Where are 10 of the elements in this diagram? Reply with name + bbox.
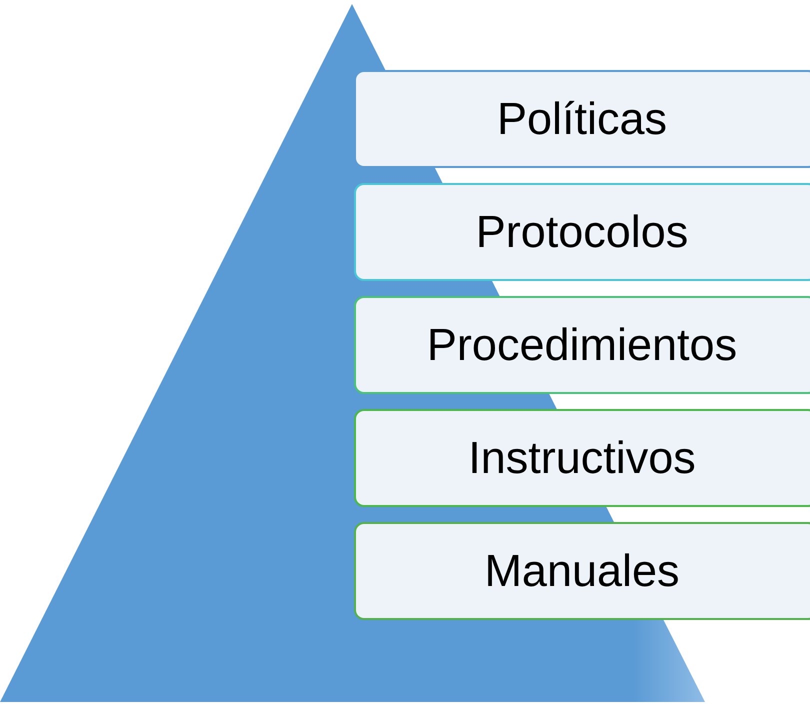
level-label: Procedimientos <box>426 319 738 371</box>
level-label: Manuales <box>484 545 680 597</box>
level-label: Instructivos <box>468 432 696 484</box>
level-box <box>354 70 810 168</box>
level-box <box>354 183 810 281</box>
level-label: Protocolos <box>476 206 688 258</box>
level-box <box>354 522 810 620</box>
level-label: Políticas <box>496 93 668 145</box>
level-box <box>354 296 810 394</box>
level-box <box>354 409 810 507</box>
